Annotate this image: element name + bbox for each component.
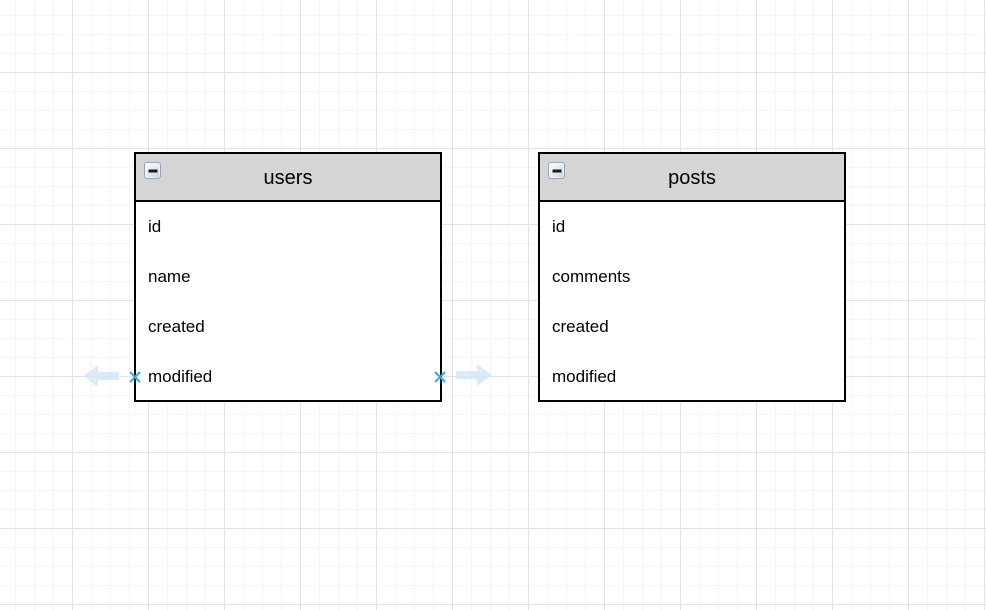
- minus-icon: [148, 169, 157, 172]
- field-row[interactable]: modified: [552, 367, 617, 386]
- entity-posts-body: id comments created modified: [540, 202, 844, 402]
- field-row[interactable]: created: [552, 317, 609, 336]
- entity-posts[interactable]: posts id comments created modified: [538, 152, 846, 402]
- field-row[interactable]: created: [148, 317, 205, 336]
- connect-arrow-left-icon[interactable]: [83, 364, 119, 388]
- collapse-button[interactable]: [548, 162, 565, 179]
- entity-users[interactable]: users id name created modified: [134, 152, 442, 402]
- field-row[interactable]: modified: [148, 367, 213, 386]
- collapse-button[interactable]: [144, 162, 161, 179]
- connection-point-icon[interactable]: [434, 371, 446, 383]
- connect-arrow-right-icon[interactable]: [456, 363, 492, 387]
- entity-users-header[interactable]: users: [136, 154, 440, 202]
- field-row[interactable]: comments: [552, 267, 631, 286]
- connection-point-icon[interactable]: [129, 371, 141, 383]
- entity-posts-header[interactable]: posts: [540, 154, 844, 202]
- entity-users-body: id name created modified: [136, 202, 440, 402]
- entity-title: users: [263, 167, 313, 189]
- entity-title: posts: [668, 167, 716, 189]
- field-row[interactable]: id: [552, 217, 566, 236]
- field-row[interactable]: name: [148, 267, 191, 286]
- minus-icon: [552, 169, 561, 172]
- field-row[interactable]: id: [148, 217, 162, 236]
